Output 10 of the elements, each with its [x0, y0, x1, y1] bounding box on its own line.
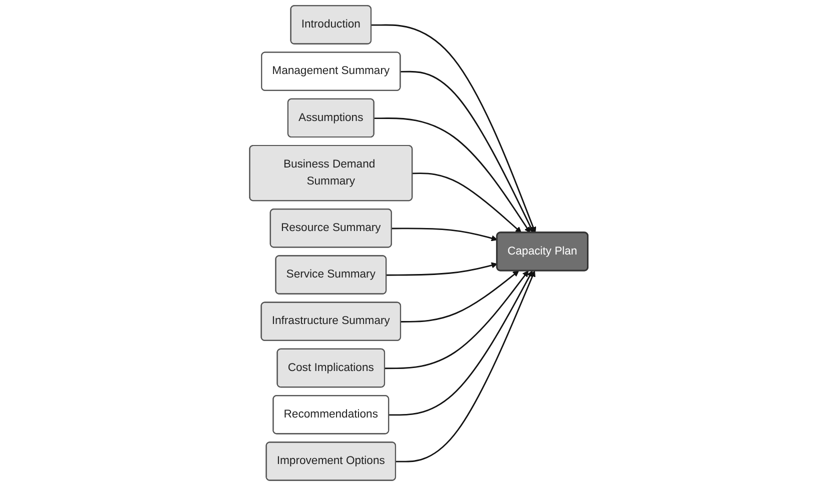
- arrow: [384, 270, 528, 370]
- arrow: [400, 270, 519, 322]
- arrow: [371, 24, 536, 234]
- arrow: [392, 228, 498, 242]
- arrow: [388, 270, 532, 416]
- arrow: [386, 262, 498, 276]
- arrow: [374, 118, 530, 234]
- arrow: [400, 70, 534, 234]
- arrow: [396, 270, 536, 462]
- arrow: [412, 172, 522, 234]
